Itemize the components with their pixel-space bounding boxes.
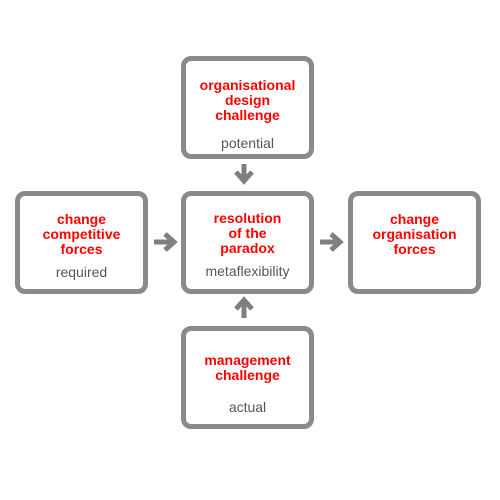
box-change-organisation-forces: change organisation forces [348, 191, 481, 294]
arrow-right-icon [154, 232, 178, 252]
box-title: resolution of the paradox [213, 210, 282, 256]
box-resolution-of-the-paradox: resolution of the paradox metaflexibilit… [181, 191, 314, 294]
box-title: change organisation forces [372, 211, 457, 257]
arrow-down-icon [234, 164, 254, 185]
box-title: organisational design challenge [199, 77, 296, 123]
box-subtitle: potential [221, 135, 274, 151]
arrow-right-icon [320, 232, 344, 252]
box-management-challenge: management challenge actual [181, 326, 314, 429]
box-subtitle: metaflexibility [205, 263, 290, 279]
box-title: management challenge [204, 352, 291, 383]
box-organisational-design-challenge: organisational design challenge potentia… [181, 56, 314, 159]
box-subtitle: required [55, 264, 108, 280]
box-title: change competitive forces [42, 211, 121, 257]
box-subtitle: actual [228, 399, 267, 415]
box-change-competitive-forces: change competitive forces required [15, 191, 148, 294]
arrow-up-icon [234, 296, 254, 318]
